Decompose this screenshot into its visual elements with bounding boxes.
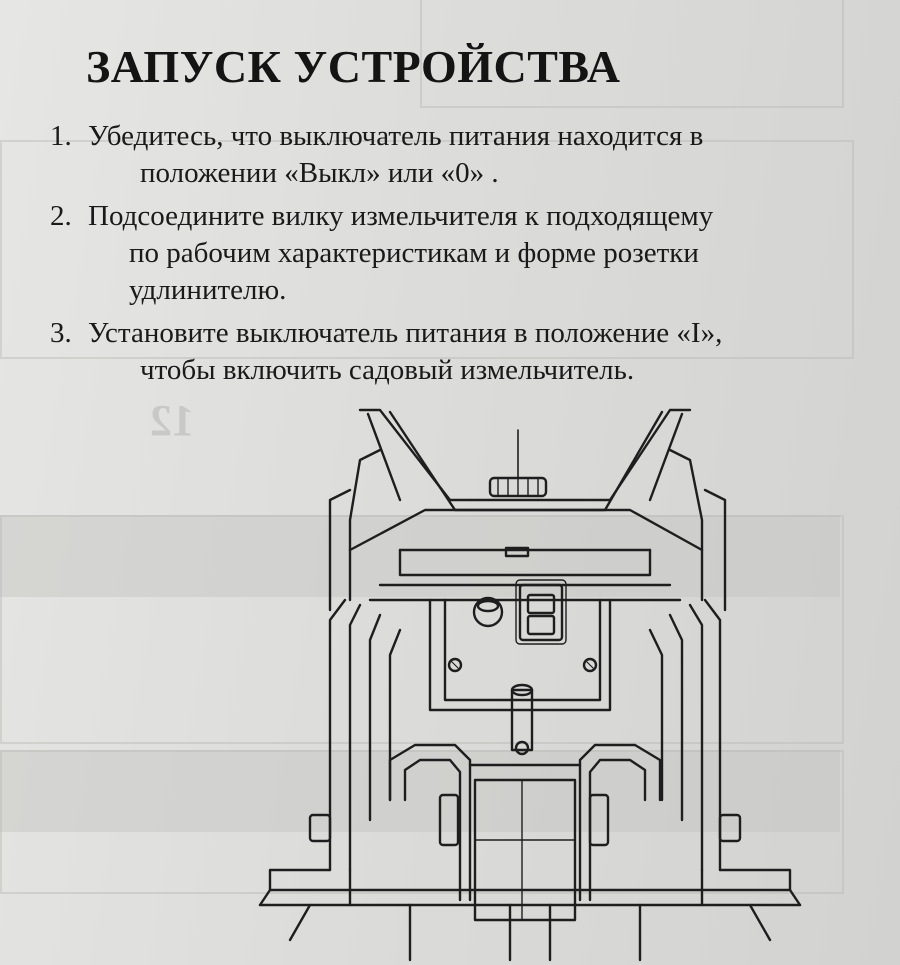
hopper-outline	[358, 408, 692, 502]
list-item: 3. Установите выключатель питания в поло…	[50, 315, 890, 389]
page-title: ЗАПУСК УСТРОЙСТВА	[86, 41, 621, 92]
bracket-right	[578, 743, 662, 902]
screw-icon	[447, 657, 463, 673]
step-number: 2.	[50, 200, 72, 232]
bracket-left	[388, 743, 472, 902]
list-item: 2. Подсоедините вилку измельчителя к под…	[50, 198, 890, 309]
chute-outline	[473, 778, 577, 922]
bleed-through-heading: 12	[150, 396, 194, 445]
step-number: 1.	[50, 120, 72, 152]
step-line: по рабочим характеристикам и форме розет…	[129, 237, 699, 269]
side-frame-right	[703, 598, 722, 872]
step-number: 3.	[50, 317, 72, 349]
bleed-through-band-1	[0, 515, 840, 597]
bleed-through-frame-middle	[0, 140, 854, 359]
step-line: удлинителю.	[129, 274, 287, 306]
step-line: Подсоедините вилку измельчителя к подход…	[88, 200, 714, 232]
step-line: положении «Выкл» или «0» .	[140, 157, 499, 189]
side-frame-left	[328, 598, 347, 872]
garden-shredder-switch-illustration	[258, 408, 802, 962]
instruction-steps: 1. Убедитесь, что выключатель питания на…	[50, 118, 890, 395]
step-text: Подсоедините вилку измельчителя к подход…	[88, 198, 890, 309]
reset-button-icon	[472, 596, 504, 628]
bleed-through-frame-bottom	[0, 750, 844, 894]
list-item: 1. Убедитесь, что выключатель питания на…	[50, 118, 890, 192]
bleed-through-frame-lower	[0, 515, 844, 744]
bleed-through-frame-top	[420, 0, 844, 108]
screw-icon	[582, 657, 598, 673]
step-line: Убедитесь, что выключатель питания наход…	[88, 120, 704, 152]
step-line: Установите выключатель питания в положен…	[88, 317, 723, 349]
step-text: Убедитесь, что выключатель питания наход…	[88, 118, 890, 192]
bleed-through-band-2	[0, 750, 840, 832]
step-text: Установите выключатель питания в положен…	[88, 315, 890, 389]
step-line: чтобы включить садовый измельчитель.	[140, 354, 635, 386]
power-switch-icon	[518, 583, 564, 642]
